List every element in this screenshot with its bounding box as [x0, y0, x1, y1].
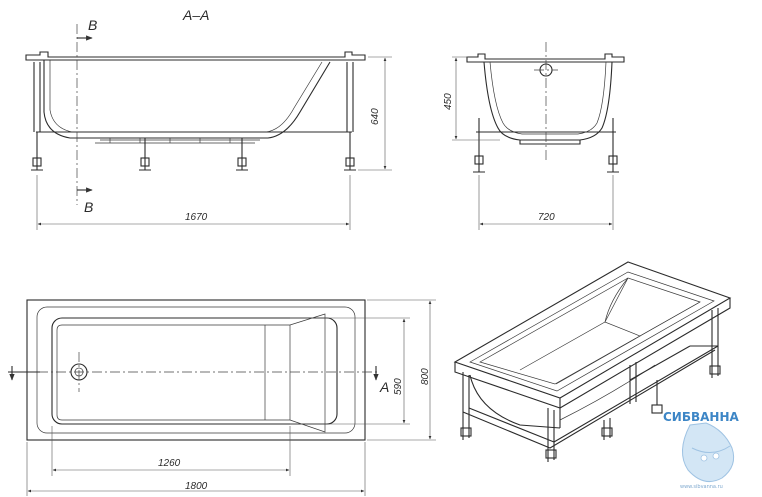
plan-length-dim: 1800 — [185, 481, 208, 492]
iso-frame — [460, 308, 721, 462]
brand-name: СИБВАННА — [663, 410, 740, 424]
plan-view: A 590 800 1260 1800 — [8, 299, 436, 496]
plan-inner-width-dim: 590 — [393, 378, 404, 395]
plan-width-dim: 800 — [420, 368, 431, 385]
cut-label-bottom: B — [84, 199, 93, 215]
section-title: A–A — [182, 7, 209, 23]
brand-site: www.sibvanna.ru — [680, 484, 723, 490]
isometric-view — [453, 261, 732, 462]
cut-label-top: B — [88, 17, 97, 33]
side-length-dim: 1670 — [185, 212, 208, 223]
brand-watermark: СИБВАННА www.sibvanna.ru — [663, 410, 740, 490]
end-width-dim: 720 — [538, 212, 555, 223]
end-view: 450 720 — [443, 42, 625, 230]
plan-inner-length-dim: 1260 — [158, 458, 181, 469]
side-legs — [31, 62, 356, 171]
side-view: B B A–A 1670 640 — [25, 7, 392, 230]
end-depth-dim: 450 — [443, 93, 454, 110]
side-height-dim: 640 — [370, 108, 381, 125]
section-marker: A — [379, 379, 389, 395]
